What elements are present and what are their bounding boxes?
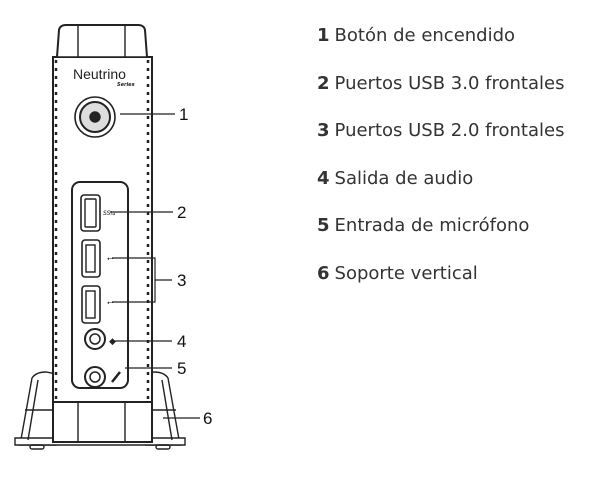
brand-logo: Neutrino	[73, 66, 126, 82]
port-panel	[71, 181, 129, 389]
legend-label: Puertos USB 3.0 frontales	[334, 72, 565, 94]
usb2-port-2[interactable]	[81, 285, 101, 324]
callout-1: 1	[179, 105, 188, 124]
leader-lines	[110, 113, 200, 419]
device-body	[52, 24, 153, 443]
power-button[interactable]	[74, 96, 116, 138]
legend-label: Puertos USB 2.0 frontales	[334, 120, 565, 141]
legend-num: 4	[317, 167, 330, 189]
legend-label: Botón de encendido	[334, 25, 516, 46]
mic-in-jack[interactable]	[84, 366, 121, 388]
callout-6: 6	[203, 409, 212, 428]
usb-icon: ⭠	[107, 298, 114, 307]
brand-sub: Series	[117, 82, 135, 88]
usb3-icon: SS⇆	[103, 210, 115, 217]
callout-5: 5	[177, 359, 186, 378]
callout-2: 2	[177, 203, 186, 222]
legend-label: Entrada de micrófono	[334, 215, 530, 236]
legend-label: Salida de audio	[334, 167, 474, 189]
headphone-icon: ◆	[109, 337, 116, 347]
usb2-port-1[interactable]	[81, 239, 101, 278]
microphone-icon	[111, 371, 121, 383]
audio-out-jack[interactable]: ◆	[84, 328, 116, 350]
device-front-diagram: SS⇆ ⭠ ⭠ ◆ Neutrino Se	[14, 24, 212, 450]
callout-4: 4	[177, 332, 186, 351]
legend-num: 2	[317, 72, 330, 94]
usb3-port[interactable]: SS⇆	[80, 194, 115, 232]
power-icon	[89, 111, 101, 123]
legend-label: Soporte vertical	[334, 262, 478, 284]
legend-num: 3	[317, 120, 330, 141]
legend-num: 5	[317, 215, 330, 236]
legend-num: 1	[317, 25, 330, 46]
legend-num: 6	[317, 262, 330, 284]
callout-3: 3	[177, 271, 186, 290]
usb-icon: ⭠	[107, 254, 114, 263]
